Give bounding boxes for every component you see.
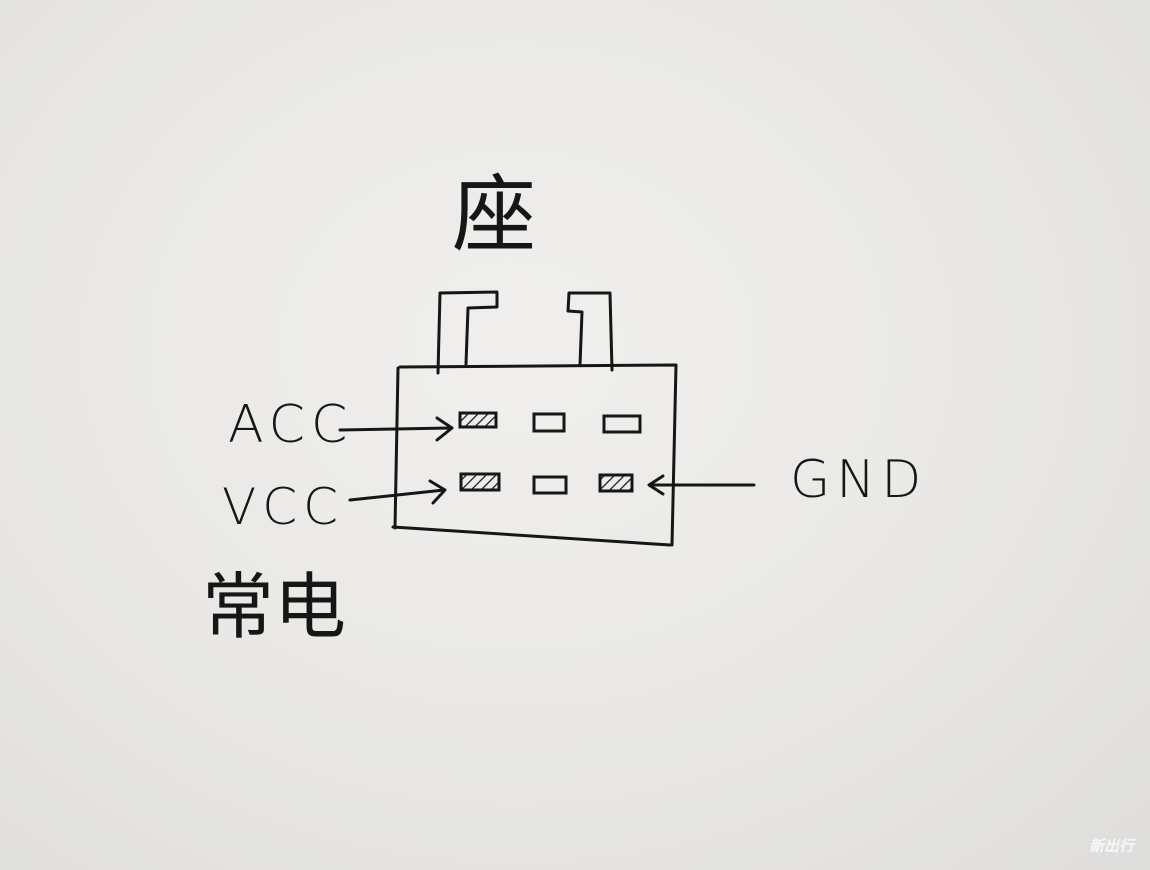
connector-body [391,363,678,547]
pin-r2c1 [459,472,501,492]
latch-right [566,291,614,372]
constant-power-label: 常电 [202,565,347,649]
vcc-label: VCC [222,478,345,536]
gnd-label: GND [790,450,928,510]
acc-label: ACC [228,395,354,455]
pin-r1c2 [532,412,566,433]
pin-r2c3 [598,473,634,493]
arrow-acc [338,416,454,442]
title-label: 座 [452,166,537,264]
pin-r1c3 [602,414,642,434]
watermark: 新出行 [1088,837,1134,855]
pin-r2c2 [532,475,568,495]
arrow-gnd [647,474,756,496]
latch-left [436,290,499,375]
arrow-vcc [348,479,447,505]
pin-r1c1 [458,411,498,429]
